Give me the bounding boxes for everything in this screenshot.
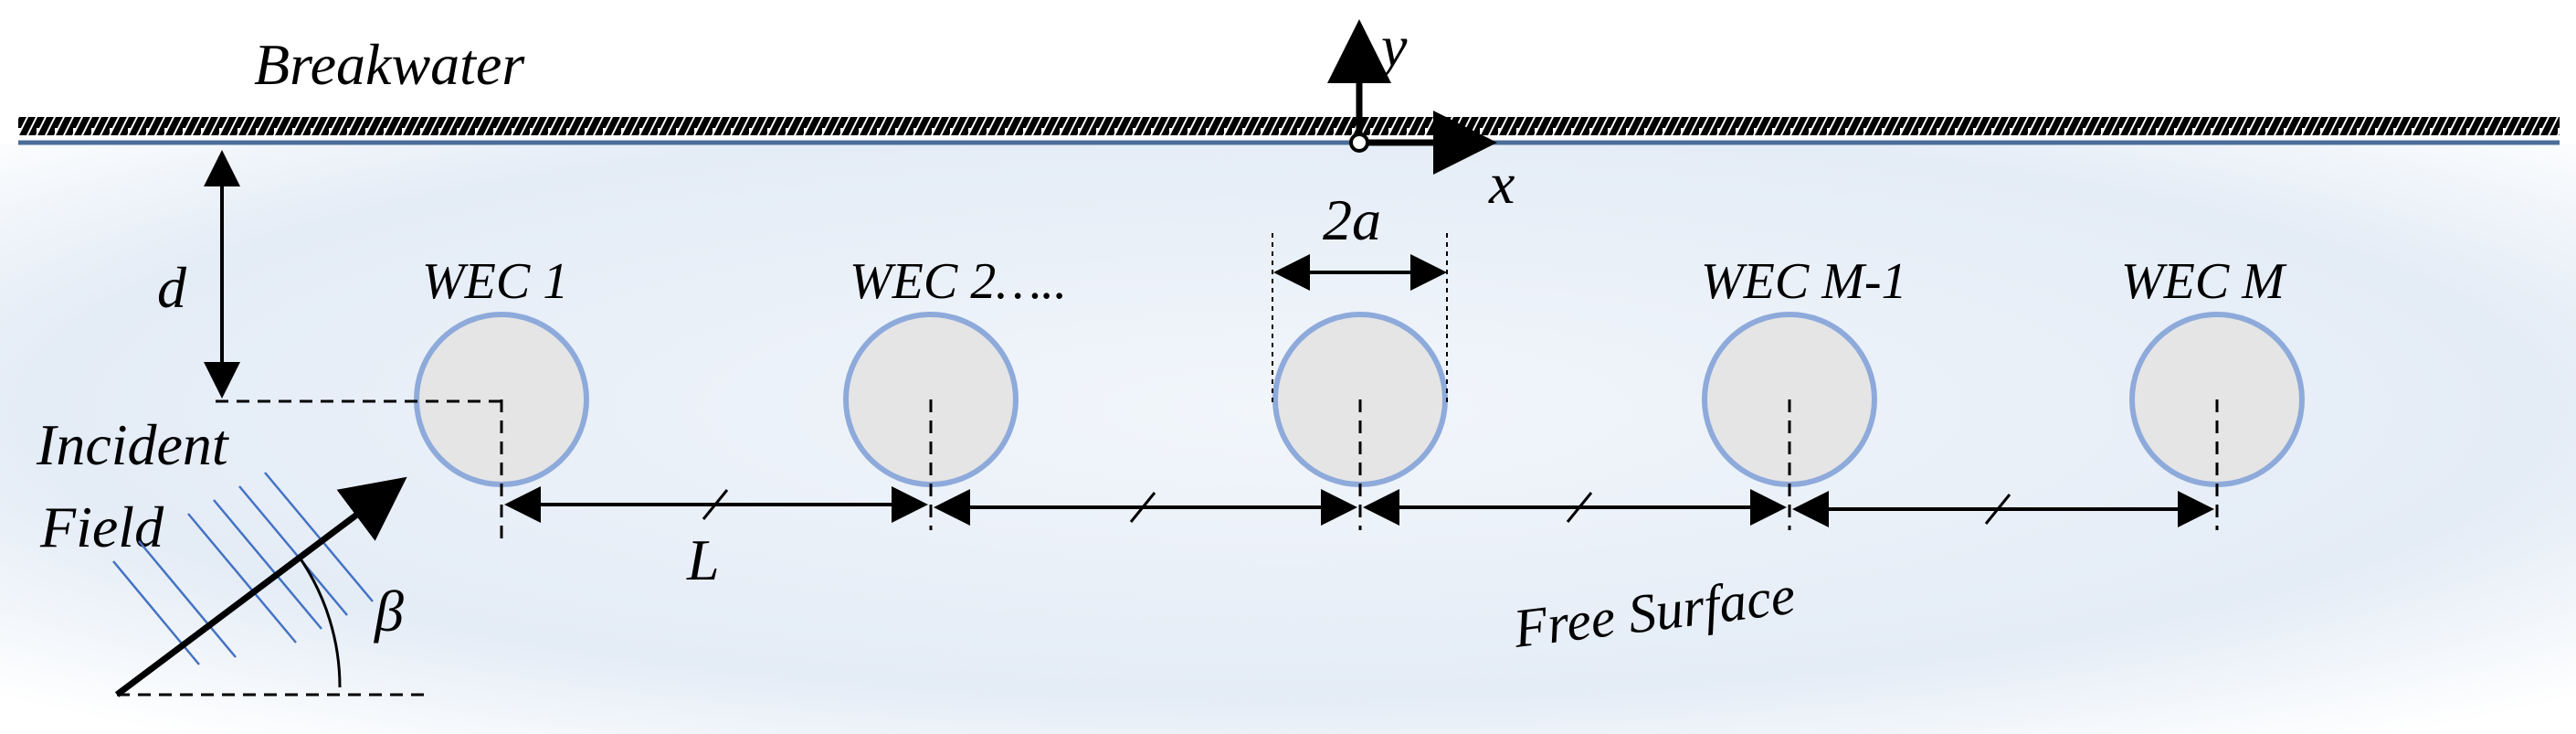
wave-crest-3 xyxy=(238,485,348,616)
wec-m-minus-1-label: WEC M-1 xyxy=(1701,253,1907,310)
y-axis-label: y xyxy=(1376,14,1408,79)
breakwater-label: Breakwater xyxy=(254,32,525,97)
incident-label-line-1: Incident xyxy=(36,412,230,477)
spacing-tick-4 xyxy=(1984,494,2011,525)
wec-center-lines xyxy=(216,399,2219,539)
angle-label: β xyxy=(373,579,404,644)
wec-m-label: WEC M xyxy=(2121,253,2287,310)
wec-1-label: WEC 1 xyxy=(422,253,568,310)
depth-label: d xyxy=(157,255,187,320)
spacing-tick-2 xyxy=(1129,492,1156,523)
wave-crest-5 xyxy=(138,540,237,658)
diameter-dimension xyxy=(1272,233,1448,402)
incident-direction-arrow xyxy=(114,476,407,697)
wec-2-label: WEC 2….. xyxy=(850,253,1067,310)
breakwater xyxy=(18,117,2560,145)
breakwater-hatch xyxy=(18,117,2560,135)
coordinate-axes xyxy=(1327,19,1497,175)
wave-crest-2 xyxy=(213,499,322,630)
spacing-label: L xyxy=(686,527,720,592)
x-axis-label: x xyxy=(1488,151,1515,216)
wave-crest-4 xyxy=(264,472,374,602)
diameter-label: 2a xyxy=(1323,187,1381,252)
angle-arc xyxy=(298,557,342,688)
origin-marker xyxy=(1349,133,1369,153)
spacing-tick-1 xyxy=(702,489,729,520)
spacing-tick-3 xyxy=(1566,492,1593,523)
wave-crest-1 xyxy=(187,513,297,644)
spacing-dimensions xyxy=(504,486,2214,527)
